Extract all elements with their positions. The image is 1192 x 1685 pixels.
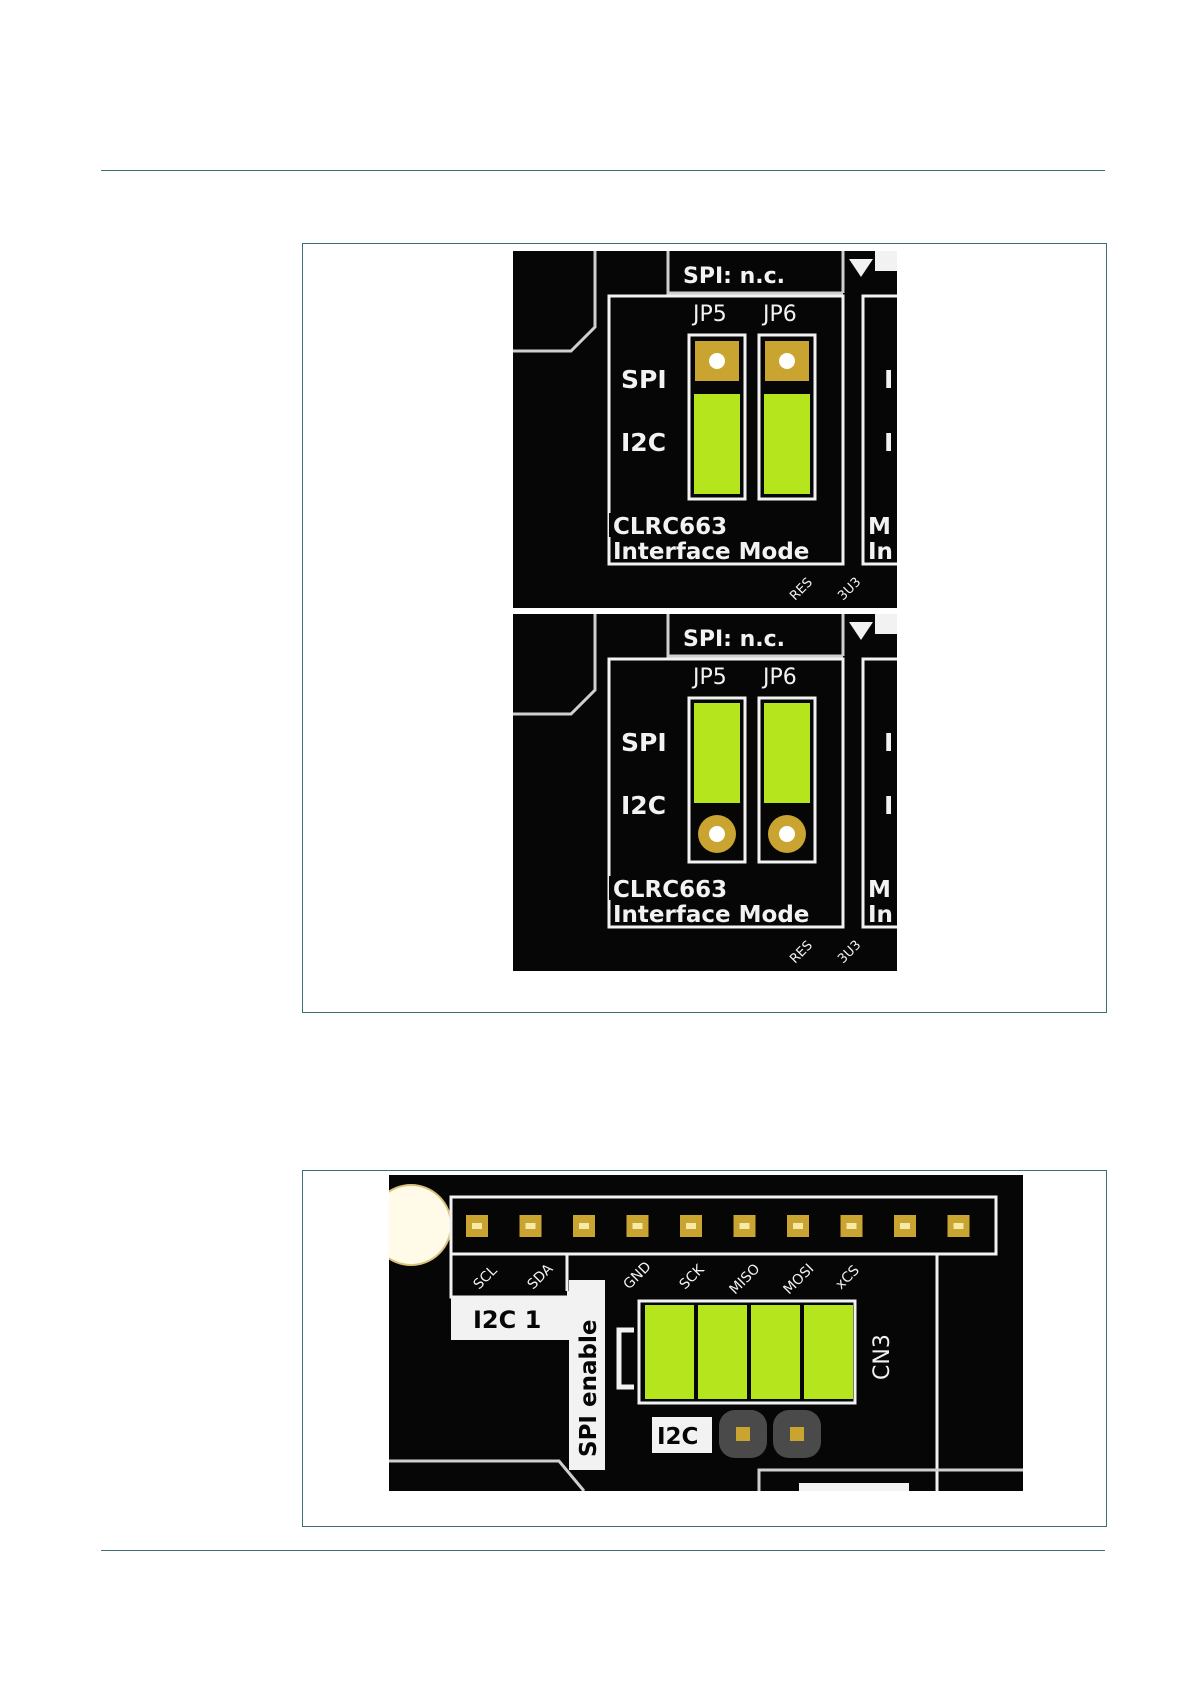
cn3-label: CN3 xyxy=(870,1334,895,1380)
i2c-label: I2C xyxy=(657,1424,698,1450)
pcb-panel-spi-mode: SPI: n.c. JP5 JP6 SPI I2C CLRC663 Interf… xyxy=(513,614,897,971)
jp6-jumper-cap xyxy=(764,703,810,803)
jp6-label: JP6 xyxy=(761,302,797,327)
partial-label: M xyxy=(868,877,891,903)
cn3-jumper-cap xyxy=(804,1305,853,1399)
jp5-label: JP5 xyxy=(691,665,727,690)
spi-row-label: SPI xyxy=(621,365,667,394)
partial-label: I xyxy=(884,728,893,757)
spi-nc-label: SPI: n.c. xyxy=(683,264,785,289)
spi-nc-label: SPI: n.c. xyxy=(683,627,785,652)
partial-label: In xyxy=(868,539,893,565)
partial-label: M xyxy=(868,514,891,540)
cn3-jumper-cap xyxy=(645,1305,694,1399)
header-rule xyxy=(101,170,1105,171)
footer-rule xyxy=(101,1550,1105,1551)
jp6-jumper-cap xyxy=(764,394,810,494)
i2c-row-label: I2C xyxy=(621,428,666,457)
partial-label: In xyxy=(868,902,893,928)
cn3-jumper-cap xyxy=(751,1305,800,1399)
partial-label: I xyxy=(884,365,893,394)
interface-mode-label: Interface Mode xyxy=(613,902,809,928)
partial-label: I xyxy=(884,791,893,820)
jp5-label: JP5 xyxy=(691,302,727,327)
pcb-panel-i2c-mode: SPI: n.c. JP5 JP6 SPI I2C CLRC663 Interf… xyxy=(513,251,897,608)
interface-mode-label: Interface Mode xyxy=(613,539,809,565)
i2c1-label: I2C 1 xyxy=(473,1306,541,1334)
cn3-jumper-cap xyxy=(698,1305,747,1399)
pcb-panel-connector: SCL SDA GND SCK MISO MOSI xCS I2C 1 SPI … xyxy=(389,1175,1023,1491)
partial-label: I xyxy=(884,428,893,457)
clrc663-label: CLRC663 xyxy=(613,514,727,540)
spi-enable-label: SPI enable xyxy=(576,1320,602,1457)
spi-row-label: SPI xyxy=(621,728,667,757)
clrc663-label: CLRC663 xyxy=(613,877,727,903)
jp6-label: JP6 xyxy=(761,665,797,690)
figure-1-frame: SPI: n.c. JP5 JP6 SPI I2C CLRC663 Interf… xyxy=(302,243,1107,1013)
jp5-jumper-cap xyxy=(694,394,740,494)
jp5-jumper-cap xyxy=(694,703,740,803)
figure-2-frame: SCL SDA GND SCK MISO MOSI xCS I2C 1 SPI … xyxy=(302,1170,1107,1527)
i2c-row-label: I2C xyxy=(621,791,666,820)
